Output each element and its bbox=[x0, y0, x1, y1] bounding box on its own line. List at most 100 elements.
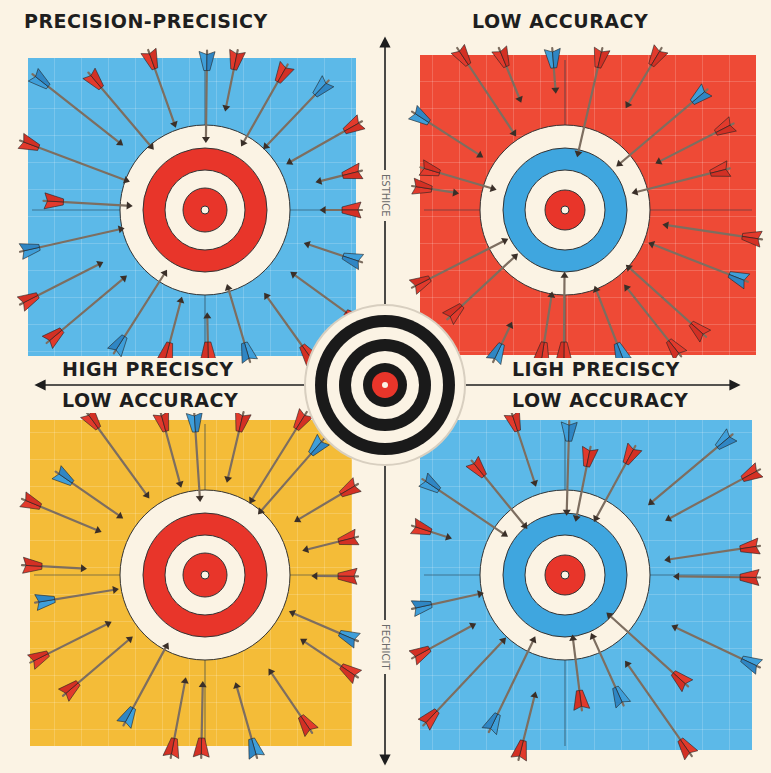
arrow bbox=[294, 478, 361, 523]
arrow-point bbox=[123, 176, 130, 183]
arrow bbox=[83, 68, 154, 150]
arrow-fletch bbox=[678, 740, 690, 760]
arrow-fletch bbox=[239, 415, 251, 432]
arrow bbox=[451, 44, 516, 136]
arrow-fletch bbox=[17, 293, 38, 303]
arrow-fletch bbox=[28, 651, 49, 661]
arrow-point bbox=[258, 507, 265, 514]
arrow-point bbox=[95, 526, 102, 533]
arrow-fletch bbox=[193, 738, 201, 757]
arrow bbox=[43, 193, 132, 210]
arrow-fletch bbox=[424, 160, 441, 173]
arrow bbox=[665, 463, 763, 522]
arrow-fletch bbox=[415, 518, 432, 531]
arrow-point bbox=[606, 612, 613, 619]
arrow bbox=[20, 492, 102, 533]
arrow-point bbox=[506, 322, 513, 329]
arrow-shaft bbox=[670, 546, 760, 559]
arrow-point bbox=[509, 129, 516, 136]
arrow bbox=[410, 518, 451, 540]
arrow-fletch bbox=[415, 105, 430, 122]
arrow-point bbox=[311, 572, 317, 580]
arrow-point bbox=[476, 151, 483, 158]
arrow-fletch bbox=[626, 450, 642, 465]
arrow-point bbox=[143, 491, 150, 498]
arrow-point bbox=[225, 284, 233, 291]
arrow-point bbox=[269, 669, 276, 676]
arrow-point bbox=[286, 158, 293, 165]
arrow-shaft bbox=[20, 229, 119, 251]
arrow bbox=[648, 429, 737, 505]
arrow-point bbox=[490, 184, 497, 192]
arrow bbox=[302, 529, 359, 553]
arrow-point bbox=[116, 139, 123, 146]
arrow-point bbox=[590, 633, 597, 640]
arrow-fletch bbox=[23, 557, 42, 566]
arrow-fletch bbox=[742, 471, 763, 481]
arrow-fletch bbox=[587, 449, 599, 467]
arrow-fletch bbox=[338, 576, 357, 584]
arrow-fletch bbox=[24, 133, 40, 147]
arrow-fletch bbox=[742, 236, 760, 247]
quadrant-label: LOW ACCURACY bbox=[508, 389, 692, 413]
arrow-point bbox=[624, 284, 631, 291]
arrow-point bbox=[616, 160, 623, 167]
arrow-point bbox=[112, 586, 119, 594]
arrow-point bbox=[294, 515, 301, 522]
arrow bbox=[569, 634, 590, 710]
arrow-fletch bbox=[409, 276, 430, 286]
arrow-fletch bbox=[342, 256, 358, 270]
arrow-fletch bbox=[157, 342, 170, 359]
arrow-point bbox=[290, 272, 297, 279]
arrow bbox=[17, 261, 103, 311]
arrow bbox=[662, 221, 762, 247]
arrow-fletch bbox=[511, 740, 523, 757]
arrow-fletch bbox=[201, 738, 209, 757]
arrow bbox=[311, 568, 358, 584]
arrow-fletch bbox=[338, 633, 354, 648]
arrow-fletch bbox=[426, 473, 441, 490]
arrow-fletch bbox=[651, 51, 668, 66]
arrow bbox=[533, 291, 555, 362]
arrow bbox=[466, 456, 527, 529]
arrow bbox=[58, 636, 132, 701]
arrow-point bbox=[118, 226, 125, 234]
arrow bbox=[233, 682, 264, 759]
arrow-point bbox=[104, 621, 111, 628]
arrow bbox=[315, 163, 363, 185]
arrow bbox=[200, 312, 216, 362]
arrow-fletch bbox=[296, 415, 313, 430]
arrow-fletch bbox=[311, 442, 330, 456]
arrow-fletch bbox=[343, 172, 363, 179]
arrow-point bbox=[263, 142, 270, 149]
arrow-point bbox=[160, 270, 167, 277]
arrow-point bbox=[202, 137, 210, 143]
arrow-fletch bbox=[561, 422, 569, 441]
arrow-point bbox=[673, 572, 679, 580]
arrow-fletch bbox=[59, 466, 74, 483]
arrow-point bbox=[593, 286, 600, 293]
quadrant-title: PRECISION-PRECISICY bbox=[20, 10, 272, 34]
arrow bbox=[556, 272, 572, 362]
arrow bbox=[573, 446, 598, 521]
arrow-fletch bbox=[26, 492, 42, 507]
quadrant-panels bbox=[28, 55, 756, 750]
arrow-point bbox=[162, 643, 169, 650]
arrow bbox=[224, 411, 251, 483]
arrow-point bbox=[302, 545, 309, 553]
arrow bbox=[193, 681, 209, 758]
arrow-point bbox=[593, 515, 600, 522]
axis-label: ESTHICE bbox=[379, 170, 393, 221]
arrow bbox=[673, 570, 760, 586]
arrow-point bbox=[529, 636, 536, 643]
arrow-point bbox=[249, 497, 256, 504]
arrow bbox=[153, 411, 183, 488]
arrow-fletch bbox=[35, 595, 55, 602]
arrow-fletch bbox=[163, 738, 174, 756]
arrow-fletch bbox=[486, 343, 501, 359]
arrow-point bbox=[452, 188, 459, 196]
arrow-fletch bbox=[598, 51, 610, 68]
arrow-fletch bbox=[716, 125, 737, 135]
arrow-fletch bbox=[249, 739, 256, 759]
axis-label: FECHICIT bbox=[379, 620, 393, 674]
